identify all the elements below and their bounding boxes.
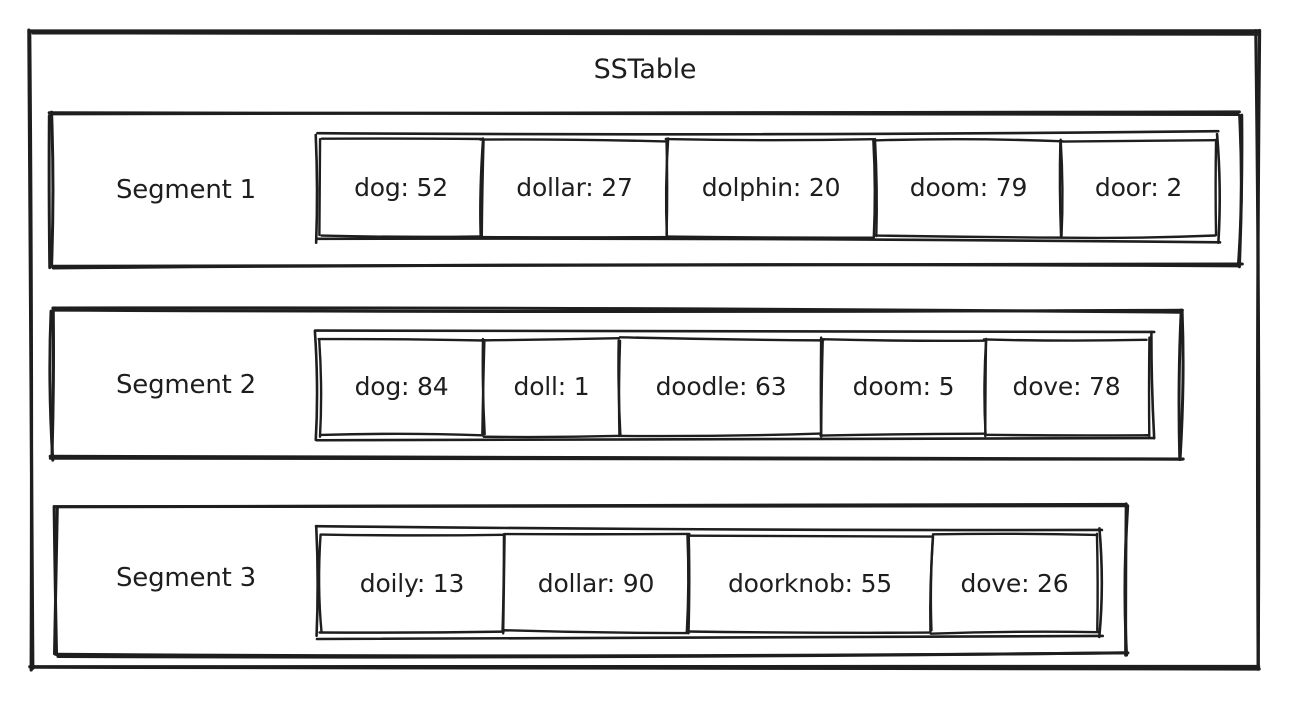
- entry-cell[interactable]: [501, 532, 691, 635]
- segment-2-entries: [313, 329, 1156, 442]
- segment-1-entries: [314, 129, 1222, 245]
- segment-row-2[interactable]: [48, 306, 1185, 462]
- entry-cell[interactable]: [479, 137, 670, 239]
- entry-cell[interactable]: [929, 532, 1100, 635]
- entry-cell[interactable]: [317, 533, 506, 635]
- entry-cell[interactable]: [1058, 138, 1218, 240]
- entry-cell[interactable]: [317, 337, 486, 438]
- entry-cell[interactable]: [318, 137, 485, 239]
- entry-cell[interactable]: [480, 336, 623, 439]
- entry-cell[interactable]: [617, 336, 825, 438]
- entry-cell[interactable]: [819, 336, 988, 438]
- entry-cell[interactable]: [685, 533, 935, 634]
- segment-row-1[interactable]: [47, 110, 1244, 270]
- entry-cell[interactable]: [872, 137, 1065, 239]
- segment-row-3[interactable]: [52, 502, 1130, 659]
- entry-cell[interactable]: [982, 336, 1151, 438]
- sstable-outer-frame: [27, 28, 1262, 672]
- segment-3-entries: [314, 524, 1105, 641]
- entry-cell[interactable]: [664, 137, 876, 239]
